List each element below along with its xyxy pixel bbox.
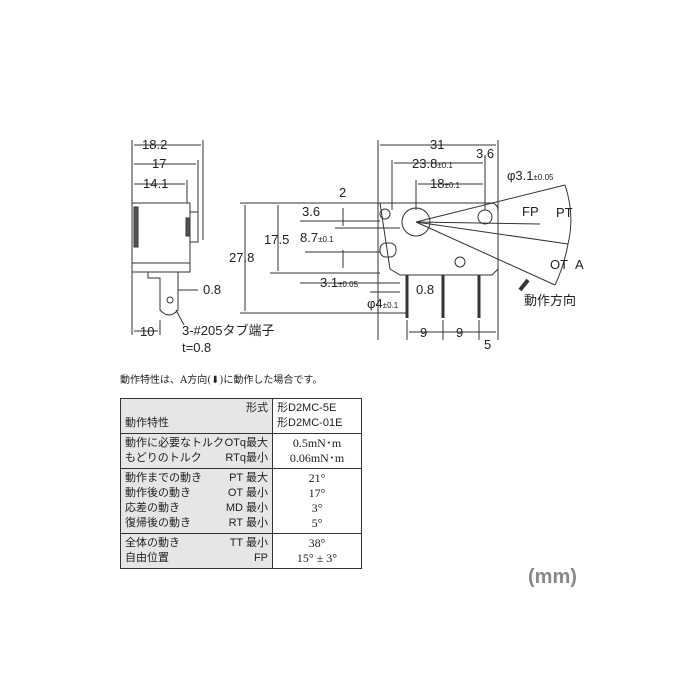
- label-ot: OT: [550, 257, 568, 272]
- dim-17: 17: [152, 156, 166, 171]
- thickness-note: t=0.8: [182, 340, 211, 355]
- dim-10: 10: [140, 324, 154, 339]
- label-pt: PT: [556, 205, 573, 220]
- model-1: 形D2MC-5E: [277, 402, 337, 414]
- dim-2: 2: [339, 185, 346, 200]
- label-a: A: [575, 257, 584, 272]
- header-char: 動作特性: [125, 417, 169, 429]
- dim-17-5: 17.5: [264, 232, 289, 247]
- front-view: [240, 140, 572, 340]
- table-header: 形式動作特性 形D2MC-5E 形D2MC-01E: [120, 398, 362, 434]
- dim-27-8: 27.8: [229, 250, 254, 265]
- dim-3-6-top: 3.6: [476, 146, 494, 161]
- dim-9-b: 9: [456, 325, 463, 340]
- dim-18-2: 18.2: [142, 137, 167, 152]
- dim-8-7: 8.7±0.1: [300, 230, 334, 245]
- side-view: [131, 140, 204, 335]
- label-fp: FP: [522, 204, 539, 219]
- dim-phi-3-1: φ3.1±0.05: [507, 168, 554, 183]
- dim-31: 31: [430, 137, 444, 152]
- dim-9-a: 9: [420, 325, 427, 340]
- unit-label: (mm): [528, 566, 577, 588]
- header-type: 形式: [246, 402, 268, 414]
- dim-0-8: 0.8: [203, 282, 221, 297]
- dim-0-8-pin: 0.8: [416, 282, 434, 297]
- caption: 動作特性は、A方向(⬇)に動作した場合です。: [120, 375, 323, 386]
- terminal-note: 3-#205タブ端子: [182, 323, 274, 338]
- label-direction: 動作方向: [524, 293, 576, 308]
- dimension-drawing: 18.2 17 14.1 0.8 10 3-#205タブ端子 t=0.8 31 …: [131, 137, 584, 355]
- dim-phi-4: φ4±0.1: [367, 296, 399, 311]
- model-2: 形D2MC-01E: [277, 417, 343, 429]
- dim-18: 18±0.1: [430, 176, 461, 191]
- dim-14-1: 14.1: [143, 176, 168, 191]
- dim-3-1: 3.1±0.05: [320, 275, 359, 290]
- dim-23-8: 23.8±0.1: [412, 156, 453, 171]
- dim-5: 5: [484, 337, 491, 352]
- dim-3-6: 3.6: [302, 204, 320, 219]
